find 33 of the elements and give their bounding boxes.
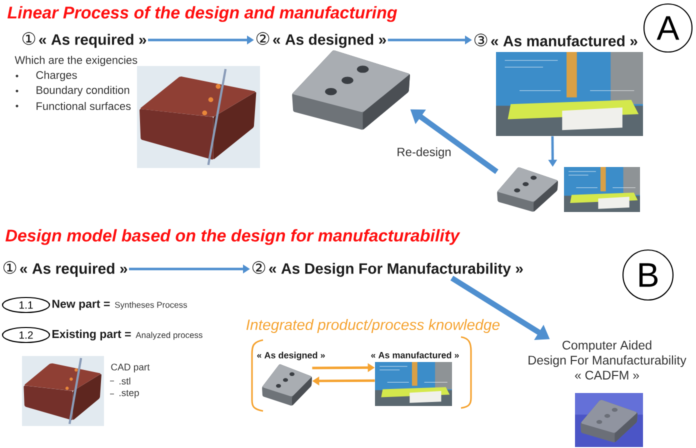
stage-title: « As required » — [39, 34, 146, 48]
section-title: Linear Process of the design and manufacturing — [8, 6, 398, 22]
definition-note: Analyzed process — [136, 332, 202, 340]
circled-number: ② — [256, 32, 270, 45]
part-model-drawing — [292, 50, 410, 130]
stage-title: « As manufactured » — [491, 35, 638, 46]
definition-note: Syntheses Process — [114, 302, 187, 310]
circled-number: ③ — [474, 34, 488, 46]
circled-letter: B — [622, 249, 674, 301]
machining-simulation-drawing — [496, 52, 643, 136]
picture-heading: « As designed » — [257, 352, 325, 360]
stage-title: « As designed » — [273, 34, 386, 48]
circled-number: ② — [252, 261, 266, 274]
list-heading: Which are the exigencies — [14, 56, 138, 66]
stage-title: « As Design For Manufacturability » — [269, 262, 523, 277]
list-item: .stl — [120, 378, 130, 384]
edge-label: Re-design — [395, 146, 453, 160]
circled-number: ① — [22, 32, 36, 45]
list-item: .step — [120, 390, 139, 398]
definition-term: New part = — [52, 300, 110, 310]
section-title: Design model based on the design for manufacturability — [6, 229, 460, 245]
note-text: CAD part — [111, 364, 150, 372]
list-item: Boundary condition — [36, 86, 130, 96]
list-item: Charges — [36, 70, 77, 82]
definition-term: Existing part = — [52, 330, 131, 340]
text-label: Computer Aided Design For Manufacturability « CADFM » — [528, 340, 686, 380]
picture-heading: « As manufactured » — [371, 352, 459, 358]
group-heading: Integrated product/process knowledge — [246, 319, 500, 333]
part-model-drawing — [497, 167, 558, 212]
stage-title: « As required » — [20, 262, 128, 277]
circled-letter: A — [643, 3, 693, 53]
circled-number: ① — [3, 261, 16, 274]
list-item: Functional surfaces — [36, 102, 131, 110]
